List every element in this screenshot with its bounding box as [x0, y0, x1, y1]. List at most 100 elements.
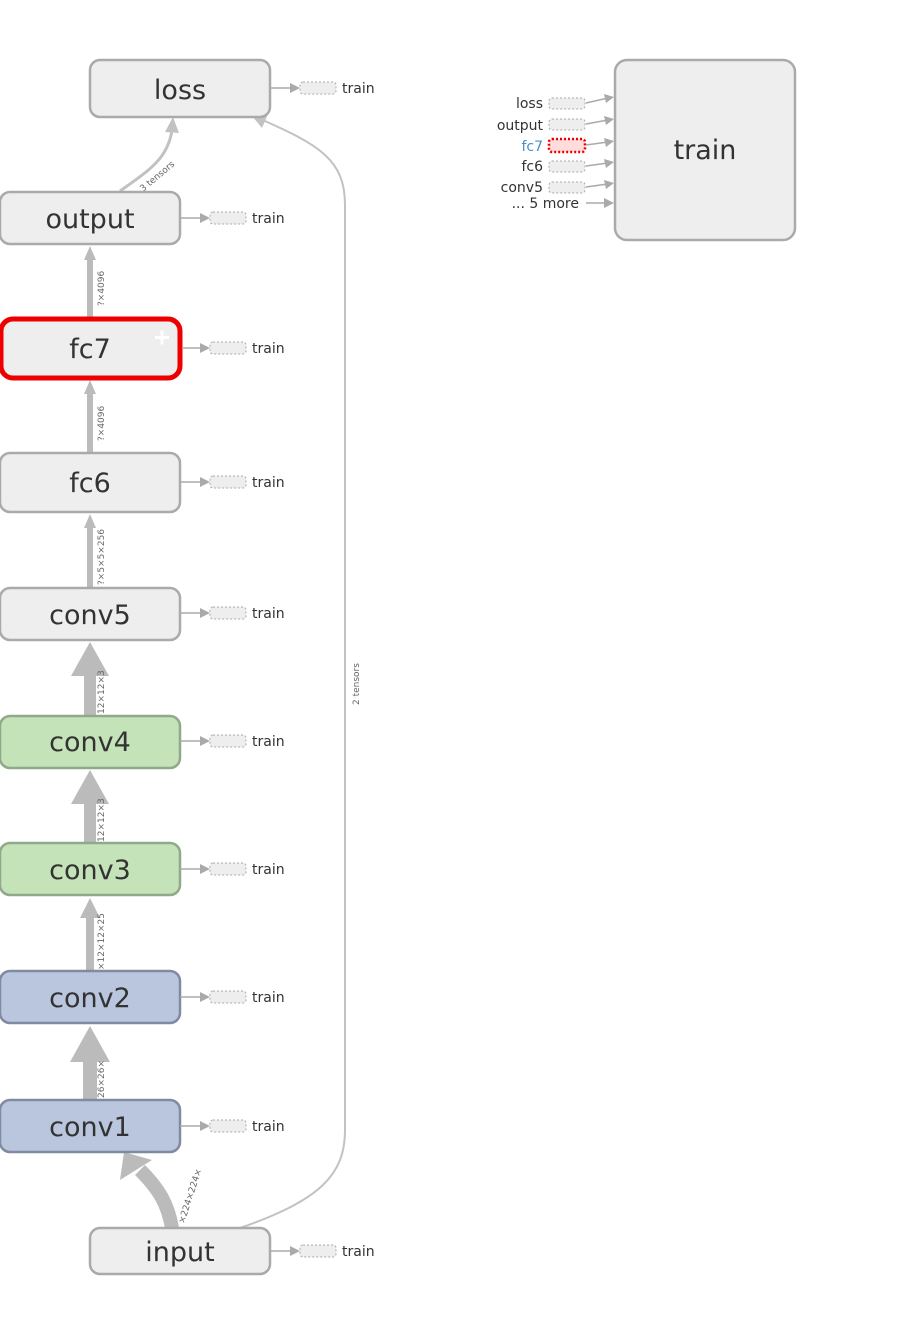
train-stub-conv2[interactable]: train [180, 990, 285, 1006]
train-input-label: fc6 [521, 159, 543, 175]
edge-label-output-loss: 3 tensors [139, 159, 178, 194]
train-stub-label: train [252, 862, 285, 878]
node-output[interactable]: output [0, 190, 182, 246]
plus-icon[interactable] [155, 330, 169, 345]
train-stub-box[interactable] [209, 341, 247, 355]
train-input-more[interactable]: ... 5 more [512, 196, 614, 212]
node-loss[interactable]: loss [88, 58, 272, 119]
edge-conv1-conv2-arrowhead [70, 1026, 110, 1062]
train-input-box[interactable] [548, 181, 586, 194]
edge-output-loss-arrowhead [165, 117, 179, 133]
node-conv5-box[interactable] [0, 586, 182, 642]
node-output-label: output [45, 204, 134, 235]
train-stub-label: train [252, 475, 285, 491]
edge-fc7-output-arrowhead [84, 246, 96, 260]
train-stub-arrow [200, 343, 210, 353]
train-stub-box[interactable] [209, 475, 247, 489]
train-stub-arrow [290, 83, 300, 93]
edge-label-conv2-conv3: ×12×12×25 [97, 913, 107, 970]
train-stub-input[interactable]: train [270, 1244, 375, 1260]
node-fc6[interactable]: fc6 [0, 451, 182, 514]
node-conv1-label: conv1 [49, 1112, 131, 1143]
train-input-output[interactable]: output [497, 116, 614, 134]
train-input-loss[interactable]: loss [516, 94, 614, 112]
node-conv2[interactable]: conv2 [0, 969, 182, 1025]
train-stub-label: train [342, 1244, 375, 1260]
train-stub-box[interactable] [209, 862, 247, 876]
train-input-conv5[interactable]: conv5 [501, 180, 614, 196]
edge-conv1-conv2[interactable] [83, 1055, 97, 1100]
train-input-label: loss [516, 96, 543, 112]
train-stub-loss[interactable]: train [270, 81, 375, 97]
train-input-line [585, 119, 609, 125]
train-stub-arrow [290, 1246, 300, 1256]
train-stub-label: train [342, 81, 375, 97]
node-conv4-label: conv4 [49, 727, 131, 758]
edge-label-conv3-conv4: 12×12×3 [97, 798, 107, 842]
edge-input-conv1[interactable] [135, 1165, 179, 1230]
train-node-label: train [674, 135, 737, 166]
train-stub-arrow [200, 213, 210, 223]
node-fc7-box[interactable] [0, 316, 183, 381]
node-input[interactable]: input [88, 1226, 272, 1276]
train-stub-arrow [200, 992, 210, 1002]
edge-conv4-conv5-arrowhead [71, 642, 109, 676]
train-input-arrow [604, 159, 614, 168]
train-node[interactable]: train [613, 58, 797, 242]
train-stub-label: train [252, 341, 285, 357]
edge-label-fc7-output: ?×4096 [97, 271, 107, 306]
train-stub-box[interactable] [209, 990, 247, 1004]
edge-conv5-fc6[interactable] [87, 526, 93, 587]
node-conv3[interactable]: conv3 [0, 841, 182, 897]
train-stub-box[interactable] [209, 211, 247, 225]
edge-conv5-fc6-arrowhead [84, 514, 96, 528]
train-stub-fc6[interactable]: train [180, 475, 285, 491]
train-stub-conv1[interactable]: train [180, 1119, 285, 1135]
train-stub-arrow [200, 608, 210, 618]
train-input-box[interactable] [548, 160, 586, 173]
train-stub-conv3[interactable]: train [180, 862, 285, 878]
train-input-box[interactable] [548, 118, 586, 131]
train-stub-conv4[interactable]: train [180, 734, 285, 750]
train-stub-box[interactable] [209, 1119, 247, 1133]
train-stub-box[interactable] [299, 1244, 337, 1258]
edge-output-loss[interactable] [119, 129, 174, 193]
edge-fc6-fc7[interactable] [87, 392, 93, 452]
train-stub-box[interactable] [209, 734, 247, 748]
node-conv5[interactable]: conv5 [0, 586, 182, 642]
train-input-line [585, 141, 609, 146]
train-input-label: conv5 [501, 180, 543, 196]
edge-conv2-conv3-arrowhead [80, 898, 100, 918]
train-input-arrow [604, 198, 614, 208]
node-conv4[interactable]: conv4 [0, 714, 182, 770]
edge-conv3-conv4-arrowhead [71, 770, 109, 804]
train-input-fc6[interactable]: fc6 [521, 159, 614, 175]
train-stub-label: train [252, 211, 285, 227]
edges: 2 tensors 3 tensors ?×4096 ?×4096 ?×5×5×… [70, 114, 362, 1230]
train-input-more-label: ... 5 more [512, 196, 579, 212]
train-stub-output[interactable]: train [180, 211, 285, 227]
train-stub-box[interactable] [299, 81, 337, 95]
edge-input-loss[interactable] [239, 117, 346, 1229]
node-fc6-label: fc6 [69, 468, 111, 499]
node-fc7[interactable]: fc7 [0, 316, 183, 381]
edge-conv2-conv3[interactable] [86, 912, 94, 971]
node-conv4-box[interactable] [0, 714, 182, 770]
node-fc7-label: fc7 [69, 334, 111, 365]
train-input-fc7[interactable]: fc7 [521, 137, 614, 155]
edge-conv4-conv5[interactable] [84, 670, 96, 716]
edge-conv3-conv4[interactable] [84, 798, 96, 843]
train-input-box[interactable] [547, 137, 587, 154]
node-conv2-label: conv2 [49, 983, 131, 1014]
plus-icon-v [160, 330, 164, 345]
edge-label-conv5-fc6: ?×5×5×256 [97, 529, 107, 585]
node-conv1[interactable]: conv1 [0, 1098, 182, 1154]
train-stub-label: train [252, 1119, 285, 1135]
train-stub-box[interactable] [209, 606, 247, 620]
train-stub-fc7[interactable]: train [182, 341, 285, 357]
train-node-box[interactable] [613, 58, 797, 242]
train-stub-conv5[interactable]: train [180, 606, 285, 622]
edge-fc7-output[interactable] [87, 258, 93, 318]
train-input-box[interactable] [548, 97, 586, 110]
